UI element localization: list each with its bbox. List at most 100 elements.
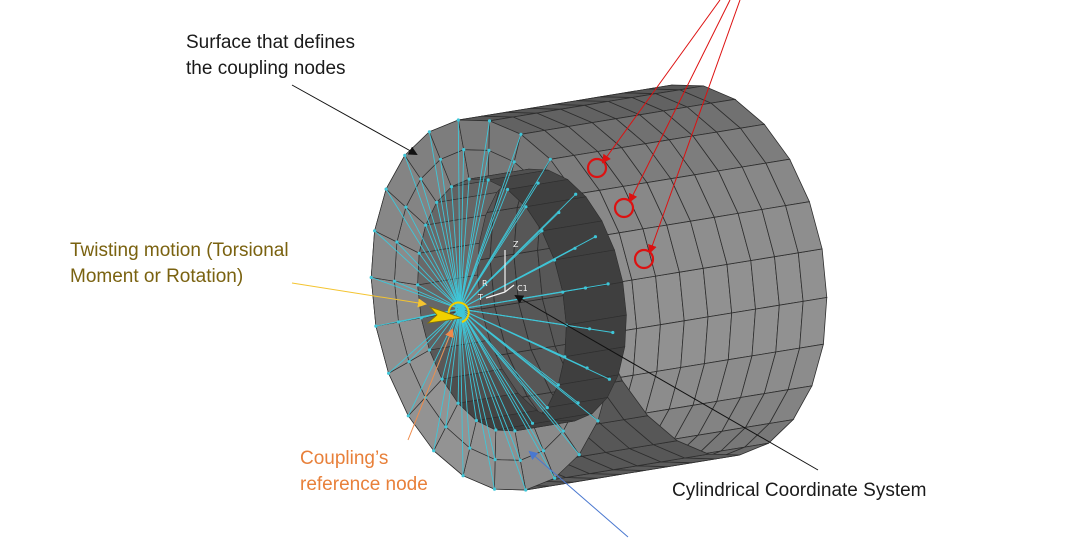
coupling-line [459, 308, 496, 460]
coupling-node [524, 205, 528, 209]
surface-annotation: Surface that defines the coupling nodes [186, 30, 355, 82]
coupling-node [395, 240, 399, 244]
coupling-node [493, 458, 497, 462]
coupling-line [459, 308, 533, 424]
coupling-node [456, 118, 460, 122]
mesh-element [727, 308, 756, 361]
coupling-node [384, 187, 388, 191]
coupling-node [373, 229, 377, 233]
twisting-annotation-line1: Twisting motion (Torsional [70, 240, 289, 261]
coupling-line [405, 206, 461, 310]
coupling-line [404, 155, 461, 310]
coupling-node [467, 177, 471, 181]
coupling-line [445, 308, 461, 427]
coupling-node [548, 157, 552, 161]
coupling-node [392, 279, 396, 283]
coupling-node [419, 177, 423, 181]
coupling-line [459, 308, 580, 455]
coupling-line [418, 252, 461, 310]
coupling-line [420, 178, 461, 310]
coupling-node [462, 148, 466, 152]
coupling-node [435, 200, 439, 204]
coupling-node [561, 429, 565, 433]
coupling-node [486, 178, 490, 182]
coupling-line [459, 308, 610, 380]
coupling-node [574, 192, 578, 196]
coupling-node [404, 205, 408, 209]
coupling-line [459, 308, 464, 476]
surface-leader-line [291, 84, 418, 155]
coupling-node [461, 474, 465, 478]
coupling-line [459, 308, 471, 449]
coupling-line [441, 308, 461, 380]
coupling-line [459, 308, 555, 479]
coupling-node [438, 157, 443, 161]
reference-node-annotation-line1: Coupling’s [300, 448, 389, 469]
coupling-node [494, 428, 498, 432]
coupling-line [459, 308, 613, 333]
twisting-annotation: Twisting motion (Torsional Moment or Rot… [70, 238, 289, 290]
coupling-node [369, 275, 373, 280]
mesh-element [799, 297, 828, 349]
coupling-line [459, 189, 509, 310]
mesh-element [785, 201, 823, 254]
coupling-node [468, 446, 472, 450]
mesh-element [494, 459, 527, 491]
coupling-line [428, 131, 461, 310]
coupling-line [459, 308, 477, 421]
refnode-leader-line [407, 328, 454, 441]
mesh-element [751, 304, 780, 357]
mesh-element [489, 207, 518, 259]
coupling-node [403, 153, 407, 157]
coordinate-triad: Z R T C1 [477, 240, 528, 302]
bottom-leader-line [528, 450, 629, 538]
twist-arrow-icon [426, 306, 463, 324]
mesh-element [656, 320, 685, 372]
red-leader-line-3 [648, 0, 741, 254]
coupling-line [459, 308, 544, 451]
coupling-line [407, 308, 461, 416]
mesh-element [680, 316, 709, 368]
coupling-node [596, 419, 600, 423]
svg-text:T: T [477, 293, 483, 302]
coupling-node [541, 449, 546, 453]
coupling-line [436, 202, 461, 310]
coupling-line [459, 308, 599, 422]
coupling-node [545, 406, 549, 410]
coupling-line [459, 179, 470, 310]
coupling-line [440, 159, 461, 310]
mesh-element [457, 119, 490, 151]
coupling-line [385, 188, 461, 310]
cylinder-inner-bore [417, 168, 627, 432]
coupling-node [593, 235, 598, 239]
coupling-node [556, 383, 560, 387]
mesh-element [554, 249, 624, 293]
coupling-node [456, 401, 460, 405]
coupling-node [506, 187, 510, 192]
coupling-line [459, 308, 548, 408]
coupling-line [459, 236, 596, 310]
coupling-line [459, 283, 609, 310]
twisting-annotation-line2: Moment or Rotation) [70, 266, 244, 287]
coupling-node [512, 160, 516, 164]
surface-annotation-line1: Surface that defines [186, 32, 355, 53]
coupling-line [459, 308, 527, 491]
coupling-node [492, 487, 497, 491]
coupling-node [530, 421, 535, 425]
mesh-element [632, 324, 661, 376]
mesh-element [704, 312, 733, 365]
coupling-node [524, 488, 528, 492]
coupling-line [459, 308, 495, 490]
coupling-node [427, 130, 431, 134]
coupling-line [371, 277, 461, 310]
coupling-node [387, 371, 391, 375]
coupling-line [375, 308, 461, 327]
coupling-line [425, 224, 461, 310]
red-leader-line-1 [601, 0, 721, 164]
coupling-node [487, 119, 492, 123]
coupling-node [427, 348, 432, 352]
coupling-node [553, 476, 557, 480]
coupling-line [459, 179, 489, 310]
reference-node-annotation-line2: reference node [300, 474, 428, 495]
coupling-node [374, 324, 378, 328]
